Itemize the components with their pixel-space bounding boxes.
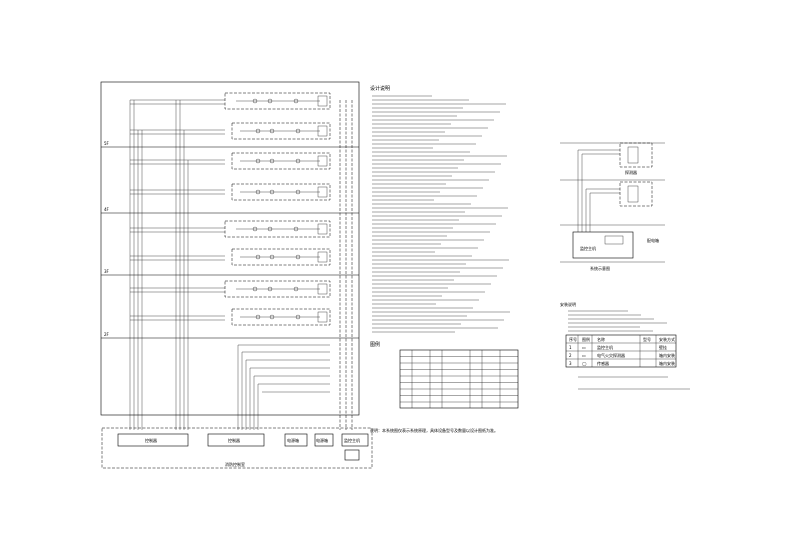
monitor-host-inner (604, 235, 624, 245)
right-table-cell: 监控主机 (597, 344, 613, 350)
board-symbols (236, 95, 328, 323)
monitor-host-label: 监控主机 (580, 245, 596, 251)
right-table-header-cell: 安装方式 (659, 336, 675, 342)
power-box-3 (284, 433, 308, 447)
controller-1-label: 控制器 (145, 437, 157, 443)
controller-box-2 (207, 433, 265, 447)
right-schematic: 监控主机 探测器 配电箱 系统示意图 (560, 142, 665, 271)
control-room-label: 消防控制室 (225, 461, 245, 467)
system-riser-diagram: 5F 4F 3F 2F (100, 81, 373, 469)
board-2 (231, 122, 331, 140)
right-table-header-cell: 名称 (597, 336, 605, 342)
board-4 (231, 183, 331, 201)
right-table-cell: 箱内安装 (659, 360, 675, 366)
right-table-header-cell: 型号 (643, 336, 651, 342)
control-room-frame (101, 427, 373, 469)
monitor-screen-icon (344, 449, 360, 461)
side-note-label: 配电箱 (647, 237, 659, 243)
legend-table (399, 349, 519, 409)
right-table-cell: 电气火灾探测器 (597, 352, 625, 358)
power-box-4-label: 电源箱 (316, 437, 328, 443)
design-notes: 设计说明 (370, 85, 510, 333)
right-box-middle-inner (627, 185, 639, 203)
controller-box-1 (117, 433, 189, 447)
right-table-cell: ▭ (582, 353, 586, 358)
right-table-cell: ◯ (582, 361, 587, 366)
legend-grid (400, 350, 518, 408)
right-box-middle (619, 181, 653, 207)
board-1 (224, 92, 331, 110)
power-box-4 (314, 433, 334, 447)
notes-lines (372, 95, 510, 333)
detector-label: 探测器 (625, 169, 637, 175)
board-7 (224, 280, 331, 298)
right-table-header-cell: 序号 (569, 336, 577, 342)
monitor-box (341, 433, 369, 447)
right-table-cell: 2 (569, 353, 572, 358)
legend-heading: 图例 (370, 341, 380, 348)
board-8 (231, 308, 331, 326)
right-table-cell: 壁挂 (659, 344, 667, 350)
monitor-label: 监控主机 (344, 437, 360, 443)
bottom-fan-wiring (237, 344, 330, 430)
right-notes: 安装说明 序号图例名称型号安装方式1▭监控主机壁挂2▭电气火灾探测器箱内安装3◯… (560, 301, 690, 390)
right-table-grid: 序号图例名称型号安装方式1▭监控主机壁挂2▭电气火灾探测器箱内安装3◯传感器箱内… (566, 335, 676, 367)
notes-heading: 设计说明 (370, 85, 390, 92)
diagram-frame (100, 81, 360, 416)
floor-label-4f: 4F (104, 207, 110, 212)
schematic-caption: 系统示意图 (590, 265, 610, 271)
board-3 (231, 152, 331, 170)
riser-cables (129, 100, 353, 430)
power-box-3-label: 电源箱 (287, 437, 299, 443)
floor-lines (101, 146, 359, 339)
right-table-cell: 传感器 (597, 360, 609, 366)
floor-label-2f: 2F (104, 332, 110, 337)
floor-label-3f: 3F (104, 269, 110, 274)
right-box-upper-inner (627, 146, 639, 164)
right-table-cell: 1 (569, 345, 572, 350)
right-table-cell: ▭ (582, 345, 586, 350)
floor-label-5f: 5F (104, 141, 110, 146)
feeder-lines (130, 99, 225, 321)
right-box-upper (619, 142, 653, 168)
legend: 图例 说明：本系统图仅表示系统原理，具体设备型号及数量以设计图纸为准。 (370, 341, 519, 433)
right-notes-heading: 安装说明 (560, 301, 576, 307)
right-table-header-cell: 图例 (582, 336, 590, 342)
monitor-host-box (572, 231, 634, 259)
right-table-cell: 3 (569, 361, 572, 366)
board-5 (224, 220, 331, 238)
legend-bottom-note: 说明：本系统图仅表示系统原理，具体设备型号及数量以设计图纸为准。 (370, 427, 498, 433)
right-notes-lines (568, 310, 667, 332)
controller-2-label: 控制器 (228, 437, 240, 443)
right-table-cell: 箱内安装 (659, 352, 675, 358)
board-6 (231, 248, 331, 266)
distribution-boards (224, 92, 331, 326)
